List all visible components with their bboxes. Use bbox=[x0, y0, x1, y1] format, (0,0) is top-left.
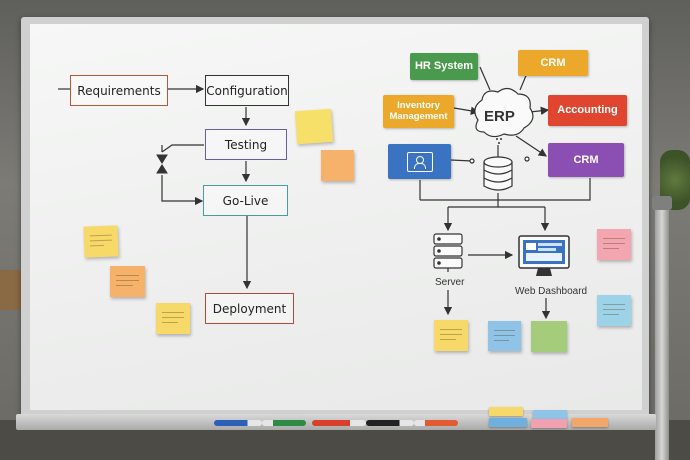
sticky-note-light-blue[interactable] bbox=[597, 295, 631, 326]
marker-red-2[interactable] bbox=[414, 420, 458, 426]
line-to-database bbox=[420, 193, 499, 201]
loop-top bbox=[161, 144, 204, 153]
sticky-pad-blue-top[interactable] bbox=[533, 410, 567, 419]
sticky-note-blue[interactable] bbox=[488, 321, 521, 351]
accounting-label: Accounting bbox=[557, 104, 618, 117]
requirements-box[interactable]: Requirements bbox=[70, 75, 168, 106]
sticky-note-pink[interactable] bbox=[597, 229, 631, 260]
hourglass-icon bbox=[156, 154, 168, 174]
configuration-box[interactable]: Configuration bbox=[205, 75, 289, 106]
sticky-pad-pink[interactable] bbox=[531, 419, 567, 428]
monitor-dashboard-icon bbox=[518, 235, 570, 276]
crm-bottom-label: CRM bbox=[573, 153, 599, 166]
marker-green[interactable] bbox=[262, 420, 306, 426]
stand-clamp bbox=[652, 196, 672, 210]
arrow-hr-erp bbox=[479, 66, 491, 91]
go-live-label: Go-Live bbox=[222, 193, 269, 208]
arrow-inventory-erp bbox=[453, 106, 480, 115]
marker-blue[interactable] bbox=[214, 420, 262, 426]
accounting-box[interactable]: Accounting bbox=[548, 95, 627, 126]
crm-bottom-box[interactable]: CRM bbox=[548, 143, 624, 177]
crm-top-label: CRM bbox=[540, 56, 566, 69]
cloud-icon bbox=[474, 87, 534, 138]
crm-top-box[interactable]: CRM bbox=[518, 50, 588, 76]
line-to-crm bbox=[498, 178, 591, 201]
sticky-note-yellow-top[interactable] bbox=[294, 108, 334, 145]
go-live-box[interactable]: Go-Live bbox=[203, 185, 288, 216]
sticky-note-orange-top[interactable] bbox=[321, 150, 354, 181]
hr-system-box[interactable]: HR System bbox=[410, 53, 478, 80]
loop-bottom bbox=[161, 175, 204, 206]
whiteboard-stand bbox=[655, 196, 669, 460]
deployment-label: Deployment bbox=[212, 301, 287, 316]
inventory-box[interactable]: Inventory Management bbox=[383, 95, 454, 128]
sticky-pad-blue[interactable] bbox=[489, 418, 527, 427]
testing-label: Testing bbox=[224, 137, 268, 152]
sticky-note-green[interactable] bbox=[531, 321, 567, 352]
hr-system-label: HR System bbox=[414, 60, 474, 73]
database-cylinder-icon bbox=[483, 156, 513, 191]
arrow-erp-accounting bbox=[529, 106, 550, 115]
arrow-database-box bbox=[450, 159, 473, 162]
sticky-pad-yellow[interactable] bbox=[489, 407, 523, 416]
cloud-dots bbox=[496, 138, 502, 144]
database-box[interactable] bbox=[388, 144, 451, 179]
inventory-label: Inventory Management bbox=[389, 100, 448, 122]
sticky-note-left-2[interactable] bbox=[110, 266, 145, 297]
configuration-label: Configuration bbox=[206, 83, 288, 98]
user-monitor-icon bbox=[406, 151, 433, 172]
marker-red[interactable] bbox=[312, 420, 366, 426]
server-label: Server bbox=[435, 277, 465, 288]
sticky-note-left-1[interactable] bbox=[83, 225, 119, 258]
sticky-pad-orange[interactable] bbox=[572, 418, 608, 427]
marker-black[interactable] bbox=[366, 420, 414, 426]
requirements-label: Requirements bbox=[77, 83, 161, 98]
server-rack-icon bbox=[433, 233, 463, 272]
erp-label: ERP bbox=[484, 108, 515, 125]
sticky-note-left-3[interactable] bbox=[156, 303, 190, 334]
deployment-box[interactable]: Deployment bbox=[205, 293, 294, 324]
testing-box[interactable]: Testing bbox=[205, 129, 287, 160]
arrow-erp-crm-bottom bbox=[515, 135, 547, 157]
sticky-note-server[interactable] bbox=[434, 320, 468, 351]
web-dashboard-label: Web Dashboard bbox=[515, 286, 588, 297]
